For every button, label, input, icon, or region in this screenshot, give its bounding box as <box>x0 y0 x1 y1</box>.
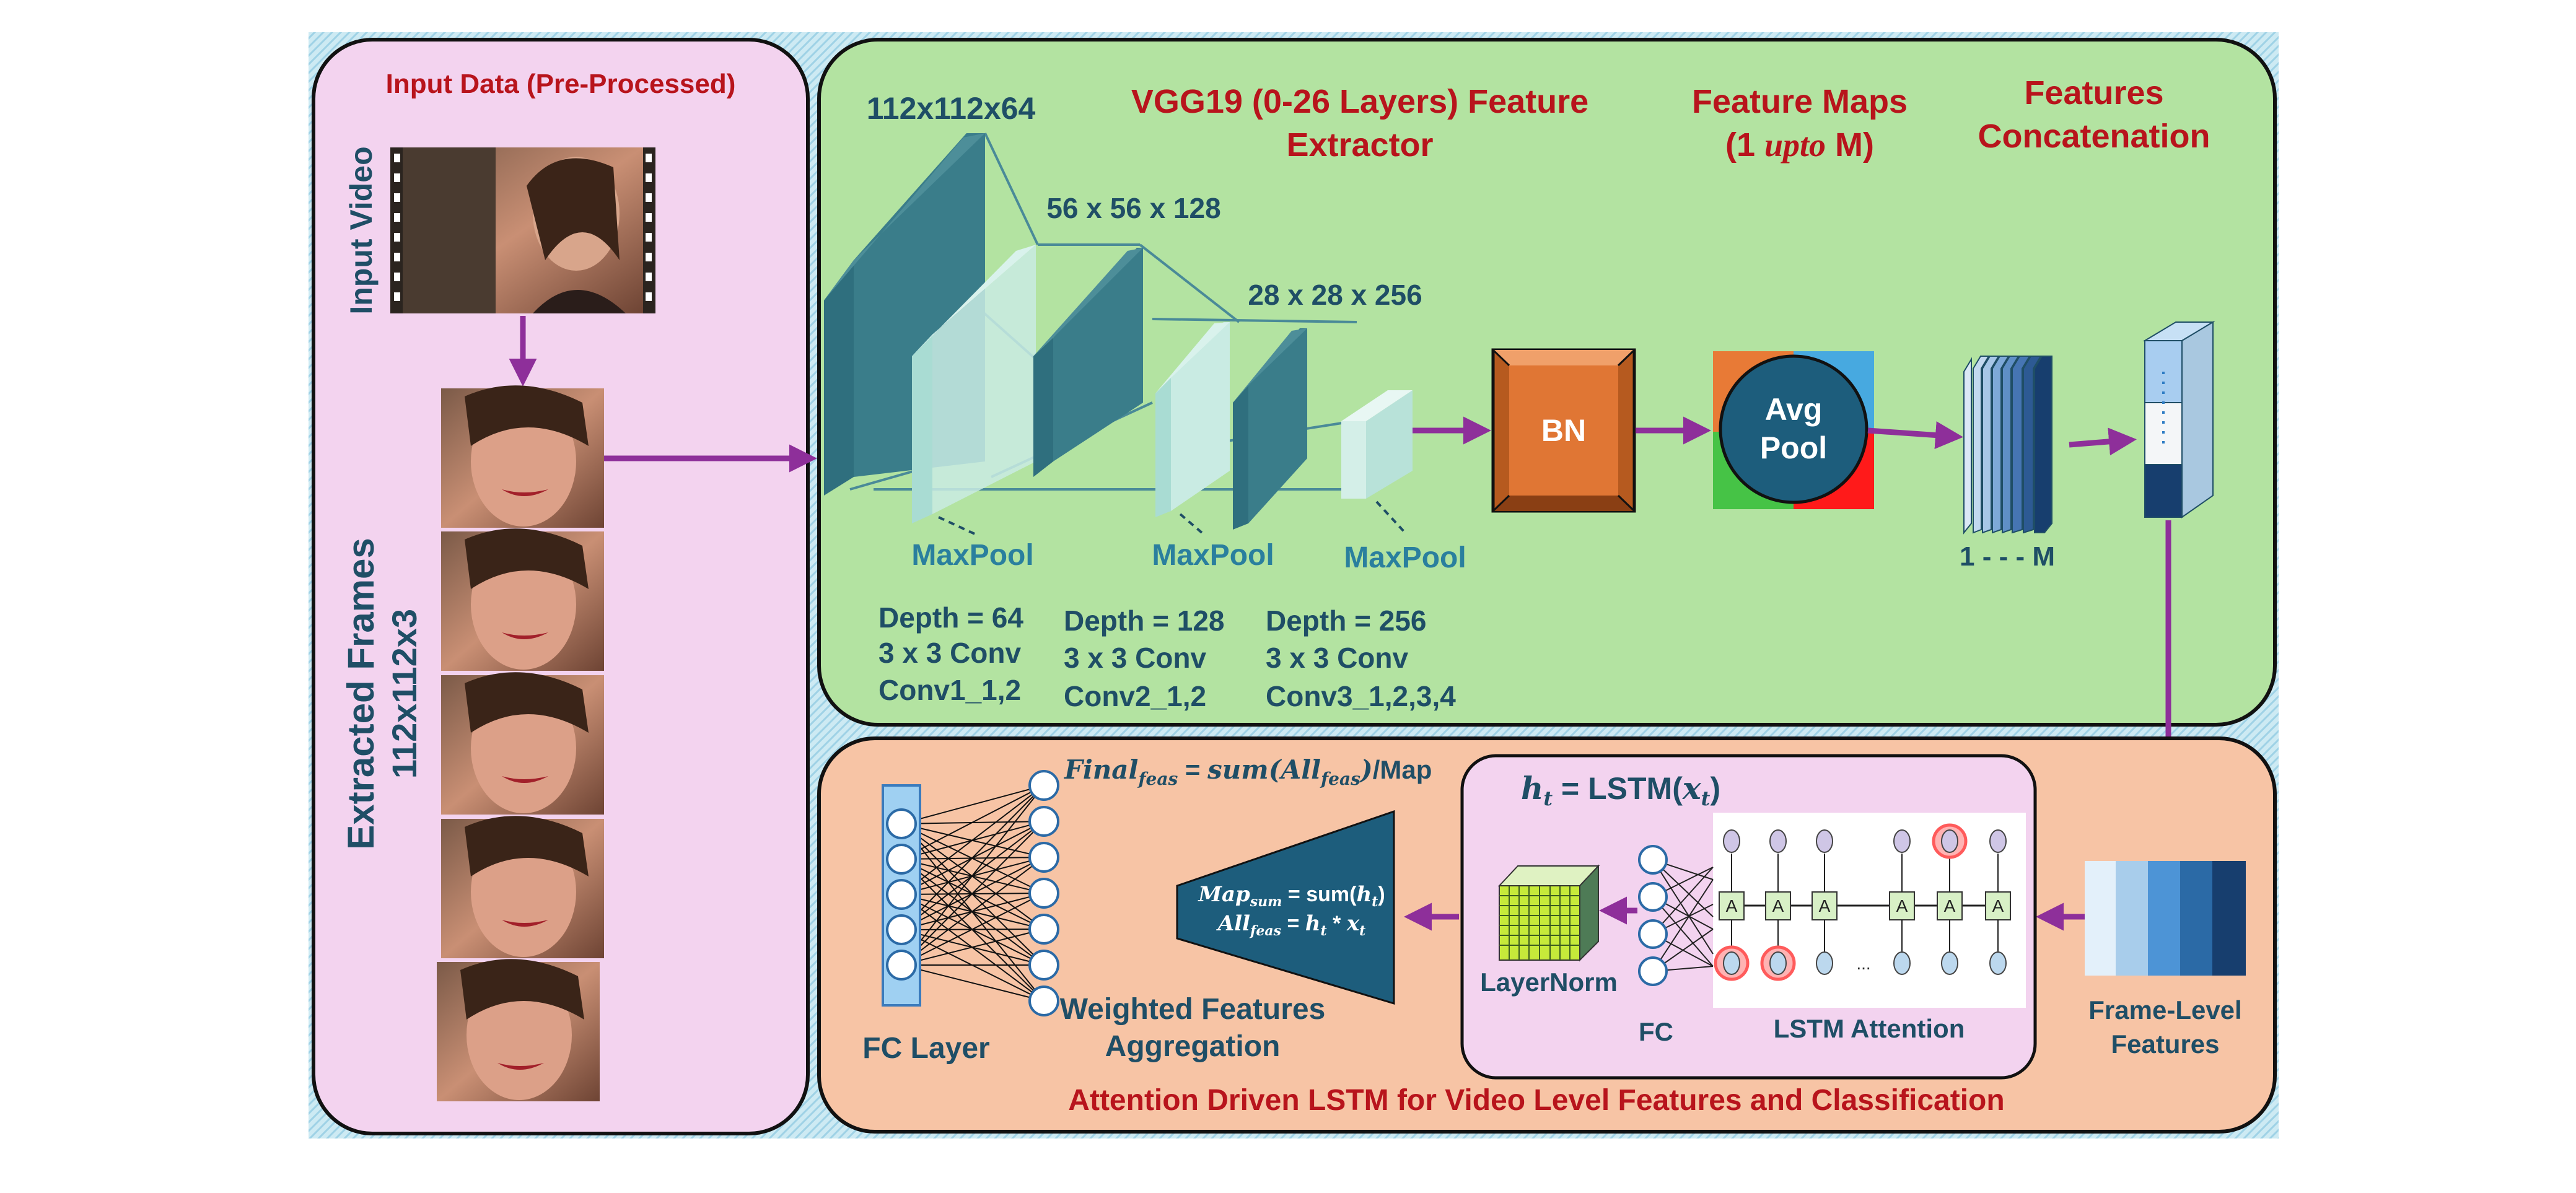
avgpool-label-line2: Pool <box>1760 430 1827 465</box>
lstm-cell-a4: A <box>1896 896 1908 916</box>
fc-connection <box>901 785 1045 895</box>
fc-connection <box>901 893 1045 966</box>
maxpool-label-1: MaxPool <box>911 539 1033 572</box>
fc-layer-network <box>882 770 1059 1016</box>
lstm-panel-title: Attention Driven LSTM for Video Level Fe… <box>1068 1084 2004 1117</box>
frames-size-label: 112x112x3 <box>385 609 424 779</box>
maxpool-label-3: MaxPool <box>1344 541 1466 574</box>
final-feas-equation: Finalfeas = sum(Allfeas)/Map <box>1064 754 1432 789</box>
all-feas-equation: Allfeas = ht * xt <box>1216 911 1366 939</box>
layernorm-cube <box>1497 864 1600 962</box>
block3-kernel: 3 x 3 Conv <box>1266 642 1409 674</box>
frame-level-label-line1: Frame-Level <box>2088 995 2241 1025</box>
lstm-hidden-states <box>1723 823 2007 859</box>
lstm-ellipsis: ... <box>1856 954 1870 973</box>
fc-small-network <box>1638 845 1714 986</box>
frame-3 <box>441 672 604 815</box>
input-panel-title: Input Data (Pre-Processed) <box>386 69 736 99</box>
lstm-cell-a6: A <box>1992 896 2004 916</box>
block2-kernel: 3 x 3 Conv <box>1064 642 1207 674</box>
input-video-label: Input Video <box>344 146 379 314</box>
fc-connection <box>901 964 1045 1002</box>
layernorm-label: LayerNorm <box>1480 968 1618 997</box>
feature-maps-title-line1: Feature Maps <box>1692 83 1908 120</box>
avgpool-label-line1: Avg <box>1765 392 1823 427</box>
frame-2 <box>441 528 604 671</box>
block1-depth: Depth = 64 <box>878 601 1023 634</box>
frame-4 <box>441 816 604 958</box>
fc-connection <box>901 785 1045 824</box>
avgpool-to-featuremaps-arrow <box>1867 421 1963 449</box>
conv2-block <box>1033 248 1143 477</box>
frame-1 <box>441 385 604 528</box>
lstm-cell-a2: A <box>1772 896 1784 916</box>
lstm-equation: ht = LSTM(xt) <box>1521 770 1720 810</box>
fc-connection <box>901 785 1045 860</box>
block3-layers: Conv3_1,2,3,4 <box>1266 680 1456 712</box>
feature-map-stack <box>1963 356 2052 535</box>
dim-label-2: 56 x 56 x 128 <box>1046 192 1220 224</box>
aggregation-funnel: Mapsum = sum(ht) Allfeas = ht * xt <box>1176 810 1395 1005</box>
block3-depth: Depth = 256 <box>1266 605 1427 637</box>
block3-specs: Depth = 256 3 x 3 Conv Conv3_1,2,3,4 <box>1266 605 1456 712</box>
frames-label: Extracted Frames <box>340 538 382 850</box>
map-sum-equation: Mapsum = sum(ht) <box>1198 882 1385 910</box>
block2-specs: Depth = 128 3 x 3 Conv Conv2_1,2 <box>1064 605 1225 712</box>
lstm-cell-a3: A <box>1819 896 1831 916</box>
frame-5 <box>437 959 600 1101</box>
feature-map-range: 1 - - - M <box>1960 541 2055 572</box>
fc-connection <box>901 785 1045 930</box>
block2-depth: Depth = 128 <box>1064 605 1225 637</box>
extracted-frames <box>437 385 604 1101</box>
fc-connection <box>901 821 1045 966</box>
fc-connection <box>901 857 1045 966</box>
vgg-title-line2: Extractor <box>1286 126 1433 164</box>
lstm-attention-label: LSTM Attention <box>1774 1014 1965 1043</box>
fc-connection <box>901 785 1045 966</box>
block1-kernel: 3 x 3 Conv <box>878 637 1022 669</box>
lstm-inputs <box>1714 945 2007 981</box>
weighted-aggregation-line2: Aggregation <box>1105 1030 1281 1063</box>
concat-title-line2: Concatenation <box>1978 118 2210 155</box>
vgg-title-line1: VGG19 (0-26 Layers) Feature <box>1131 83 1588 120</box>
frame-level-label-line2: Features <box>2111 1029 2219 1059</box>
weighted-aggregation-line1: Weighted Features <box>1060 993 1326 1026</box>
maxpool-label-2: MaxPool <box>1152 539 1274 572</box>
lstm-unrolled-diagram: A A A A A A ... <box>1713 813 2026 1008</box>
conv3-block <box>1233 328 1307 530</box>
lstm-cell-a1: A <box>1726 896 1738 916</box>
dim-label-3: 28 x 28 x 256 <box>1248 279 1422 311</box>
dim-label-1: 112x112x64 <box>867 91 1036 126</box>
block1-specs: Depth = 64 3 x 3 Conv Conv1_1,2 <box>878 601 1023 706</box>
block1-layers: Conv1_1,2 <box>878 674 1021 706</box>
input-video-thumbnail <box>390 147 655 313</box>
featuremaps-to-concat-arrow <box>2069 427 2137 456</box>
pool3-block <box>1341 390 1413 499</box>
concatenated-feature-vector <box>2142 321 2215 518</box>
fc-connection <box>901 929 1045 966</box>
bn-label: BN <box>1541 413 1586 448</box>
fc-layer-label: FC Layer <box>862 1032 989 1065</box>
vgg-conv-blocks <box>824 133 1413 537</box>
frame-level-feature-bars <box>2085 861 2246 976</box>
lstm-cell-a5: A <box>1944 896 1956 916</box>
pool2-block <box>1155 322 1230 517</box>
feature-maps-title-line2: (1 upto M) <box>1725 126 1874 164</box>
batchnorm-box: BN <box>1491 348 1636 513</box>
pool1-block <box>912 245 1036 523</box>
fc-label: FC <box>1639 1017 1673 1046</box>
block2-layers: Conv2_1,2 <box>1064 680 1206 712</box>
avgpool-block: Avg Pool <box>1713 351 1874 509</box>
concat-title-line1: Features <box>2024 74 2163 111</box>
